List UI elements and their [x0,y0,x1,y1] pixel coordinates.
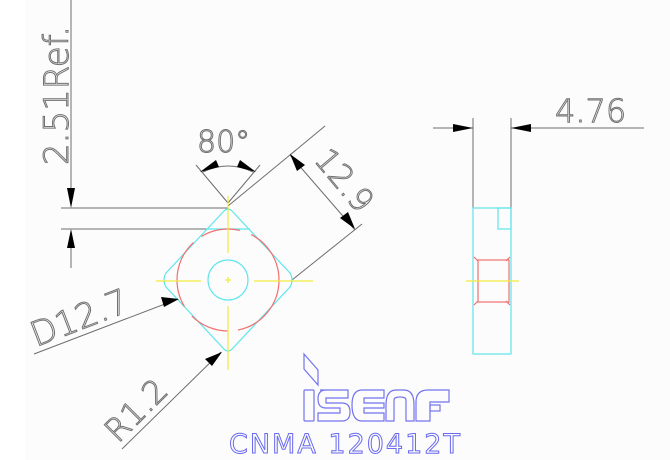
length-arrow-bottom [340,212,355,229]
length-extension-top [227,149,297,207]
logo-i-stem [303,389,315,422]
ref-height-dimension: 2.51Ref. [37,0,228,268]
brand-logo: iscar [303,352,450,422]
drawing-background [25,0,670,460]
corner-angle-label: 80° [197,125,250,160]
hole-chamfer-bl [473,300,479,306]
ref-height-label: 2.51Ref. [37,26,77,165]
logo-a [385,389,415,422]
angle-arc [202,165,254,173]
hole-chamfer-tl [473,256,479,262]
insert-side-view: 4.76 [433,92,644,355]
model-code: CNMA 120412T [229,429,462,460]
length-extension-bottom [291,223,363,281]
thickness-label: 4.76 [555,92,626,130]
corner-angle-dimension: 80° [195,125,261,204]
ref-arrow-down [67,188,75,208]
diameter-leader [33,298,179,355]
logo-i-dot [303,352,319,387]
length-arrow-top [290,154,305,171]
thickness-arrow-right [511,124,531,132]
diameter-arrow [161,297,179,307]
length-dim-tail [289,125,326,156]
insert-outline [163,208,293,352]
logo-s [317,389,351,422]
radius-arrow [205,352,222,366]
center-hole [207,259,249,301]
hole-chamfer-br [505,300,511,306]
insert-top-view [156,196,313,370]
radius-leader [121,351,222,450]
logo-c [351,389,385,422]
hole-chamfer-tr [505,256,511,262]
side-chamfer [497,207,512,230]
logo-r-bar [429,404,441,412]
ref-arrow-up [67,229,75,248]
angle-arrow-left [200,160,219,172]
thickness-arrow-left [453,124,473,132]
angle-arrow-right [237,160,256,172]
logo-r [415,389,450,422]
